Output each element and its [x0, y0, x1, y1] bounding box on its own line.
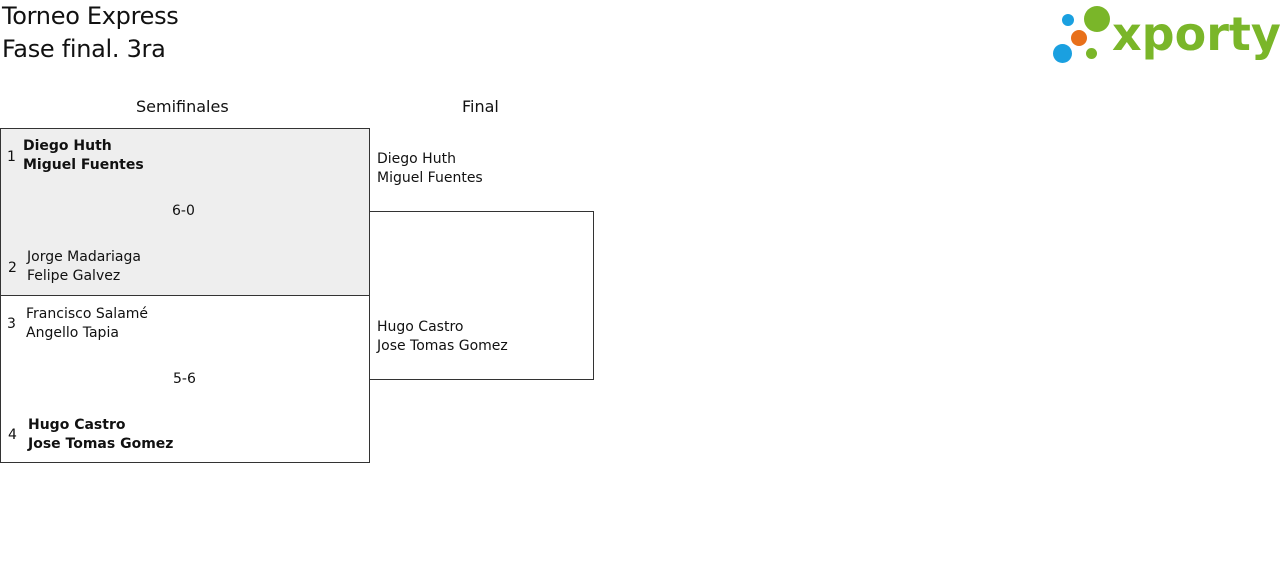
final-team-b: Hugo Castro Jose Tomas Gomez: [377, 318, 508, 356]
player-name: Hugo Castro: [28, 417, 126, 433]
final-match-box: [369, 211, 594, 380]
team-entry: Jorge Madariaga Felipe Galvez: [27, 248, 141, 286]
semifinal-match-1: 1 Diego Huth Miguel Fuentes 6-0 2 Jorge …: [0, 128, 370, 296]
final-team-a: Diego Huth Miguel Fuentes: [377, 150, 483, 188]
team-entry: Hugo Castro Jose Tomas Gomez: [28, 416, 173, 454]
player-name: Felipe Galvez: [27, 268, 121, 284]
player-name: Jorge Madariaga: [27, 249, 141, 265]
seed-number: 2: [8, 260, 17, 276]
logo-dot-green: [1084, 6, 1110, 32]
player-name: Diego Huth: [23, 138, 112, 154]
seed-number: 4: [8, 427, 17, 443]
player-name: Diego Huth: [377, 151, 456, 167]
match-score: 5-6: [173, 371, 196, 387]
team-entry: Francisco Salamé Angello Tapia: [26, 305, 148, 343]
seed-number: 1: [7, 149, 16, 165]
round-header-final: Final: [462, 97, 499, 116]
match-score: 6-0: [172, 203, 195, 219]
semifinal-match-2: 3 Francisco Salamé Angello Tapia 5-6 4 H…: [0, 295, 370, 463]
player-name: Hugo Castro: [377, 319, 464, 335]
logo-wordmark: xporty: [1112, 7, 1280, 61]
logo-dot-small-blue: [1062, 14, 1074, 26]
tournament-subtitle: Fase final. 3ra: [2, 35, 166, 63]
player-name: Miguel Fuentes: [23, 157, 144, 173]
round-header-semifinals: Semifinales: [136, 97, 229, 116]
tournament-title: Torneo Express: [2, 2, 179, 30]
team-entry: Diego Huth Miguel Fuentes: [23, 137, 144, 175]
logo-dot-orange: [1071, 30, 1087, 46]
player-name: Jose Tomas Gomez: [377, 338, 508, 354]
xporty-logo: xporty: [1050, 4, 1280, 68]
player-name: Miguel Fuentes: [377, 170, 483, 186]
player-name: Angello Tapia: [26, 325, 119, 341]
logo-dot-small-green: [1086, 48, 1097, 59]
player-name: Francisco Salamé: [26, 306, 149, 322]
player-name: Jose Tomas Gomez: [28, 436, 174, 452]
seed-number: 3: [7, 316, 16, 332]
logo-dot-large-blue: [1053, 44, 1072, 63]
